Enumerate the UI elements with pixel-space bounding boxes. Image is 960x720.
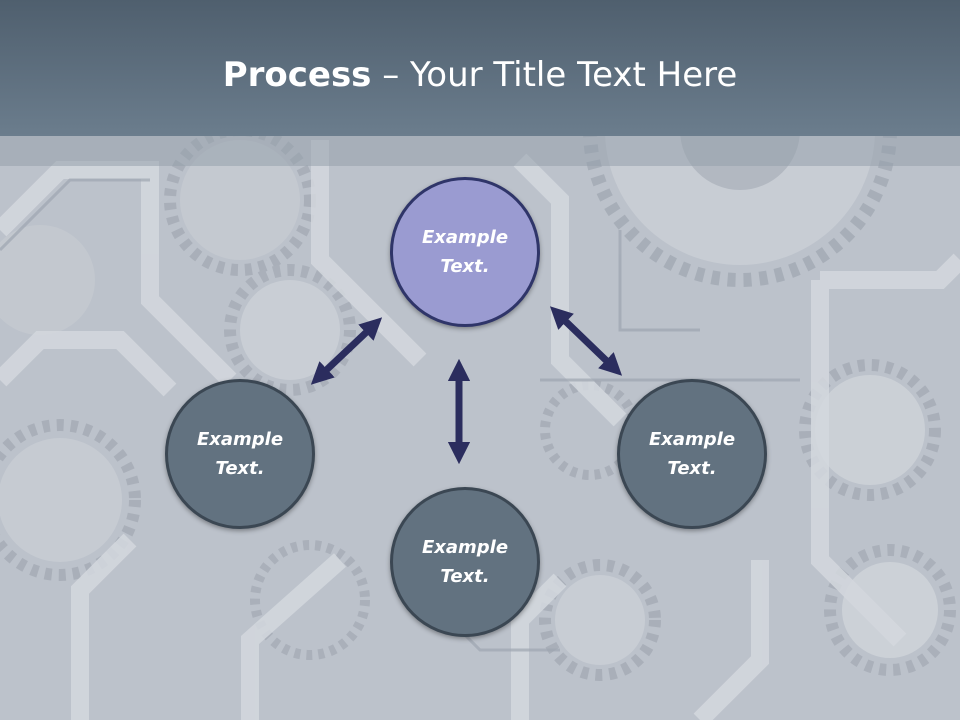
process-node-top[interactable]: Example Text.: [390, 177, 540, 327]
slide-title: Process – Your Title Text Here: [0, 52, 960, 98]
node-top-text: Example Text.: [421, 227, 509, 277]
process-node-bottom[interactable]: Example Text.: [390, 487, 540, 637]
title-bar: [0, 0, 960, 136]
node-right-text: Example Text.: [648, 429, 736, 479]
process-node-left[interactable]: Example Text.: [165, 379, 315, 529]
node-bottom-text: Example Text.: [421, 537, 509, 587]
node-left-text: Example Text.: [196, 429, 284, 479]
title-bar-band: [0, 136, 960, 166]
arrow-top-right: [549, 306, 623, 376]
title-bold: Process: [222, 55, 372, 95]
process-node-right[interactable]: Example Text.: [617, 379, 767, 529]
arrow-top-left: [310, 317, 383, 385]
title-rest: – Your Title Text Here: [371, 55, 738, 95]
